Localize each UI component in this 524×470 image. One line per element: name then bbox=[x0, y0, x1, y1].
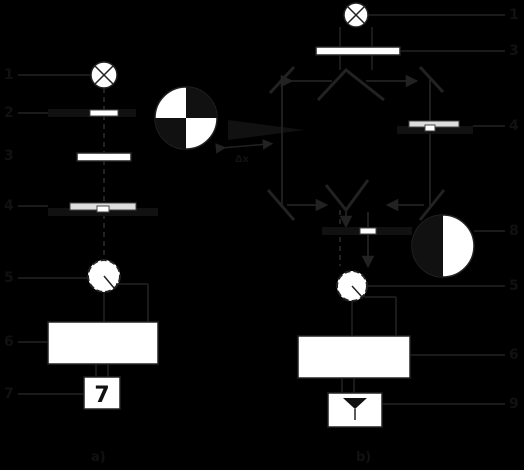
mirror-bottom-right bbox=[418, 189, 446, 221]
mirror-bottom-left bbox=[266, 189, 296, 221]
chopper-and-wedge: Δx bbox=[154, 86, 304, 165]
indicator-box-7 bbox=[83, 376, 121, 410]
label-b-3: 3 bbox=[509, 43, 519, 59]
label-b-1: 1 bbox=[509, 7, 519, 23]
element-3-b bbox=[315, 46, 401, 56]
beamsplitter-bottom bbox=[324, 179, 370, 213]
label-b-5: 5 bbox=[509, 278, 519, 294]
caption-a: a) bbox=[91, 450, 106, 465]
diagram-a: 7 bbox=[18, 61, 159, 410]
label-b-8: 8 bbox=[509, 223, 519, 239]
label-a-1: 1 bbox=[4, 67, 14, 83]
label-a-5: 5 bbox=[4, 270, 14, 286]
label-b-4: 4 bbox=[509, 118, 519, 134]
label-a-2: 2 bbox=[4, 105, 14, 121]
electronics-box-6 bbox=[47, 321, 159, 365]
electronics-box-6-b bbox=[297, 335, 411, 379]
diagram-b bbox=[266, 2, 505, 428]
mirror-top-right bbox=[418, 65, 445, 94]
wedge-shift-label: Δx bbox=[235, 154, 250, 165]
label-b-6: 6 bbox=[509, 347, 519, 363]
beamsplitter-top bbox=[316, 67, 385, 102]
label-a-7: 7 bbox=[4, 386, 14, 402]
label-a-6: 6 bbox=[4, 334, 14, 350]
label-a-4: 4 bbox=[4, 198, 14, 214]
caption-b: b) bbox=[356, 450, 372, 465]
optical-wedge bbox=[228, 120, 304, 140]
wedge-shift-arrow bbox=[215, 139, 274, 154]
mirror-top-left bbox=[268, 65, 296, 95]
label-a-3: 3 bbox=[4, 148, 14, 164]
plate-3 bbox=[76, 152, 132, 162]
indicator-glyph: 7 bbox=[94, 383, 109, 408]
label-b-9: 9 bbox=[509, 396, 519, 412]
